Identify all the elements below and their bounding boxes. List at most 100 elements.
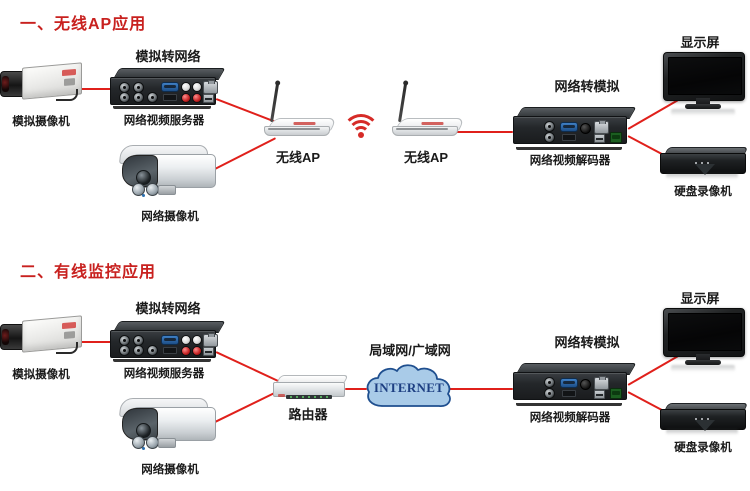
device-label-video-server-2: 网络视频服务器: [123, 368, 205, 380]
bnc-port: [147, 92, 158, 103]
camera-mount-bracket: [158, 438, 176, 448]
usb-port: [594, 390, 605, 399]
camera-front-plate: [122, 155, 159, 197]
monitor-screen: [668, 57, 742, 95]
wire-ap-to-decoder-1: [455, 131, 513, 133]
network-video-decoder-icon: [513, 107, 637, 150]
wifi-signal-icon: [342, 111, 380, 139]
vga-port: [161, 335, 179, 345]
device-label-analog-camera-2: 模拟摄像机: [12, 369, 70, 381]
router-led: [308, 396, 310, 398]
bnc-port: [544, 377, 555, 388]
wire-analogcam-to-server-2: [76, 341, 116, 343]
group-label-analog-to-network-2: 模拟转网络: [135, 301, 201, 316]
monitor-stand-neck: [696, 354, 710, 361]
router-led: [326, 396, 328, 398]
bnc-port: [544, 132, 555, 143]
wifi-dot: [358, 132, 364, 138]
rca-audio-in-port: [181, 93, 191, 103]
ethernet-port: [594, 120, 609, 134]
network-video-server-icon: [110, 321, 226, 362]
monitor-reflection: [671, 365, 735, 372]
cloud-inner-label: INTERNET: [373, 380, 445, 395]
device-label-monitor-1: 显示屏: [680, 35, 720, 50]
bnc-port: [119, 92, 130, 103]
bnc-port: [544, 388, 555, 399]
antenna-icon: [270, 82, 280, 123]
dvr-reflection: [666, 173, 738, 179]
section-title-wired: 二、有线监控应用: [20, 264, 157, 281]
power-terminal-port: [610, 388, 622, 399]
bnc-port: [147, 345, 158, 356]
network-video-server-icon: [110, 68, 226, 109]
rca-audio-in-port: [192, 93, 202, 103]
wireless-ap-icon: [262, 82, 338, 136]
router-led: [302, 396, 304, 398]
ethernet-port: [203, 80, 218, 94]
bnc-port: [119, 345, 130, 356]
dvr-front-chevron: [695, 164, 715, 175]
bullet-ip-camera-icon: [118, 145, 226, 197]
device-label-analog-camera-1: 模拟摄像机: [12, 116, 70, 128]
device-base: [516, 147, 622, 150]
monitor-bezel: [663, 52, 745, 101]
bnc-port: [133, 92, 144, 103]
monitor-icon: [663, 308, 745, 372]
hdmi-port: [562, 390, 576, 397]
device-front-panel: [513, 372, 627, 400]
rca-audio-out-port: [192, 335, 202, 345]
usb-port: [203, 94, 214, 103]
ethernet-port: [594, 376, 609, 390]
monitor-screen: [668, 313, 742, 351]
bnc-port: [133, 345, 144, 356]
device-base: [113, 106, 211, 109]
hdmi-port: [562, 134, 576, 141]
rca-audio-out-port: [192, 82, 202, 92]
device-front-panel: [110, 77, 218, 105]
audio-jack-port: [580, 379, 591, 390]
antenna-icon: [398, 82, 408, 123]
device-label-video-decoder-1: 网络视频解码器: [529, 155, 611, 167]
group-label-network-to-analog-2: 网络转模拟: [554, 335, 620, 350]
ap-bottom-shell: [392, 126, 458, 136]
camera-front-plate: [122, 408, 159, 450]
device-label-dvr-2: 硬盘录像机: [674, 442, 732, 454]
router-icon: [273, 375, 349, 399]
device-base: [516, 403, 622, 406]
router-led: [296, 396, 298, 398]
vga-port: [560, 378, 578, 388]
usb-port: [594, 134, 605, 143]
dvr-front-chevron: [695, 420, 715, 431]
dvr-icon: [660, 403, 749, 435]
light-sensor-icon: [142, 194, 145, 197]
device-label-video-server-1: 网络视频服务器: [123, 115, 205, 127]
hdmi-port: [163, 94, 177, 101]
device-base: [113, 359, 211, 362]
ap-bottom-shell: [264, 126, 330, 136]
monitor-icon: [663, 52, 745, 116]
device-label-ip-camera-1: 网络摄像机: [141, 211, 199, 223]
dvr-status-leds: [695, 418, 715, 420]
wire-router-to-internet-2: [345, 388, 367, 390]
monitor-stand-base: [685, 360, 721, 365]
bnc-port: [544, 121, 555, 132]
dvr-front-panel: [660, 409, 746, 431]
wireless-ap-icon: [390, 82, 466, 136]
bullet-ip-camera-icon: [118, 398, 226, 450]
device-label-monitor-2: 显示屏: [680, 291, 720, 306]
dvr-front-panel: [660, 153, 746, 175]
cloud-icon: INTERNET: [363, 362, 455, 416]
router-front-panel: [273, 382, 345, 399]
monitor-stand-neck: [696, 98, 710, 105]
ethernet-port: [203, 333, 218, 347]
analog-box-camera-icon: [0, 315, 82, 358]
ap-vent-slot: [396, 128, 448, 130]
vga-port: [560, 122, 578, 132]
wifi-arc-middle: [347, 120, 375, 147]
camera-cable: [56, 89, 78, 101]
rca-audio-in-port: [181, 346, 191, 356]
camera-mount-bracket: [158, 185, 176, 195]
hdmi-port: [163, 347, 177, 354]
group-label-analog-to-network-1: 模拟转网络: [135, 49, 201, 64]
ap-vent-slot: [268, 128, 320, 130]
